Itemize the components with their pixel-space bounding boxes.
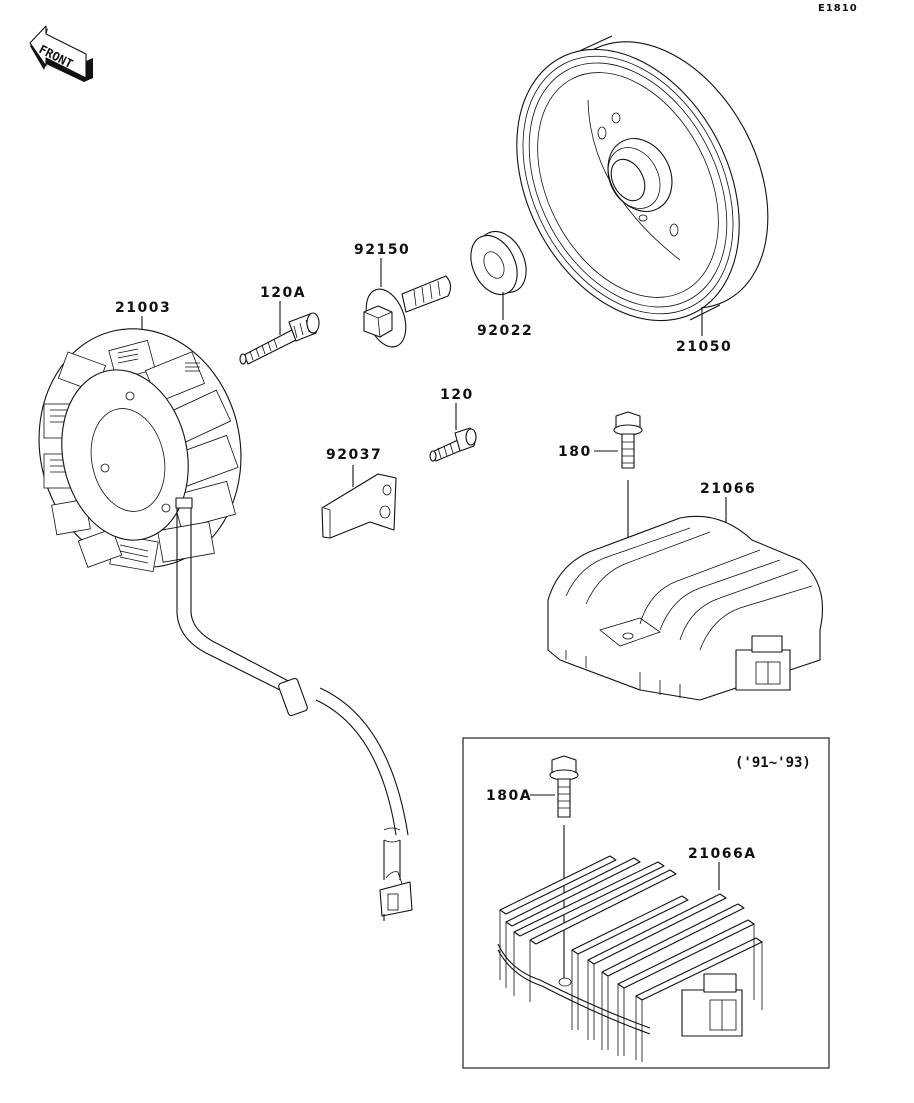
label-120: 120 [440, 387, 474, 403]
label-180: 180 [558, 444, 592, 460]
part-180A-bolt[interactable] [530, 755, 579, 978]
label-180A: 180A [486, 788, 532, 804]
label-92037: 92037 [326, 447, 382, 463]
part-92022-washer[interactable] [462, 224, 536, 320]
variant-box: ('91~'93) 180A [462, 737, 830, 1069]
label-92150: 92150 [354, 242, 410, 258]
label-21050: 21050 [676, 339, 732, 355]
label-92022: 92022 [477, 323, 533, 339]
label-21003: 21003 [115, 300, 171, 316]
wire-connector-icon [379, 871, 413, 921]
regulator-connector-icon [735, 635, 791, 691]
part-120A-bolt[interactable] [239, 301, 320, 365]
part-21050-flywheel[interactable] [472, 5, 811, 360]
part-92150-flywheel-bolt[interactable] [359, 258, 452, 352]
regulator-alt-connector-icon [681, 973, 743, 1037]
variant-note: ('91~'93) [735, 755, 811, 771]
part-21003-stator[interactable] [17, 310, 263, 586]
label-120A: 120A [260, 285, 306, 301]
label-21066: 21066 [700, 481, 756, 497]
label-21066A: 21066A [688, 846, 757, 862]
part-21066A-regulator[interactable] [497, 855, 763, 1062]
part-92037-clamp[interactable] [321, 465, 397, 539]
stator-wire-harness [176, 508, 413, 921]
part-21066-regulator[interactable] [547, 497, 823, 701]
diagram-code: E1810 [818, 3, 858, 14]
front-arrow-icon: FRONT [29, 25, 93, 82]
part-120-bolt[interactable] [429, 403, 477, 462]
